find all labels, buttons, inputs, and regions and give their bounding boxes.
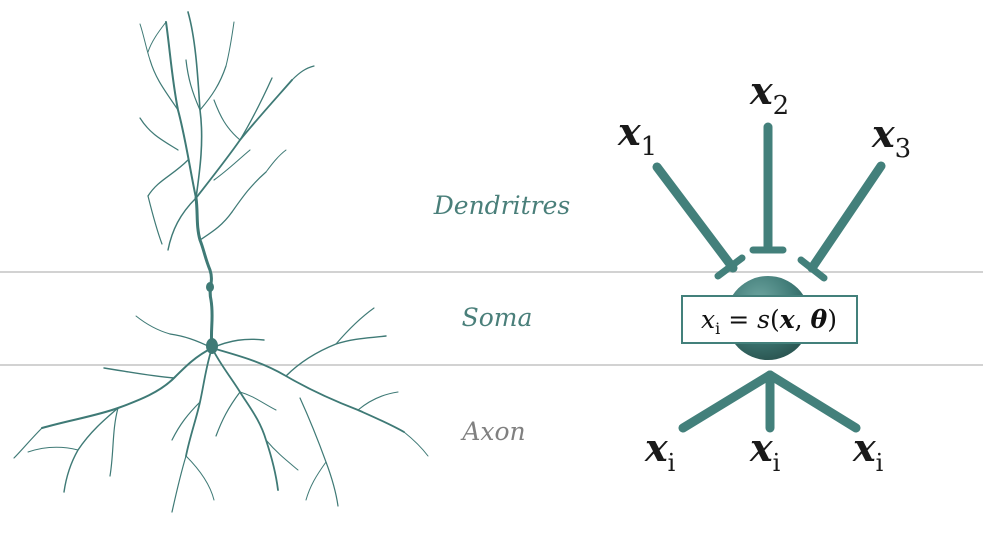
biological-neuron-image [13, 11, 429, 513]
equation-box [681, 295, 858, 344]
input-synapse-1 [652, 162, 746, 280]
input-label-x3: x3 [871, 111, 911, 164]
region-label-dendrites: Dendritres [433, 191, 571, 220]
output-axons [678, 370, 861, 433]
output-label-right: xi [852, 425, 884, 477]
input-synapse-2 [749, 122, 787, 254]
region-label-axon: Axon [460, 417, 525, 446]
output-label-left: xi [644, 425, 676, 477]
input-label-x1: x1 [617, 109, 657, 162]
input-label-x2: x2 [749, 68, 789, 121]
input-synapse-3 [797, 161, 886, 282]
region-label-soma: Soma [462, 303, 533, 332]
soma-equation: xi = s(x, θ) [701, 305, 837, 338]
output-label-center: xi [749, 425, 781, 477]
